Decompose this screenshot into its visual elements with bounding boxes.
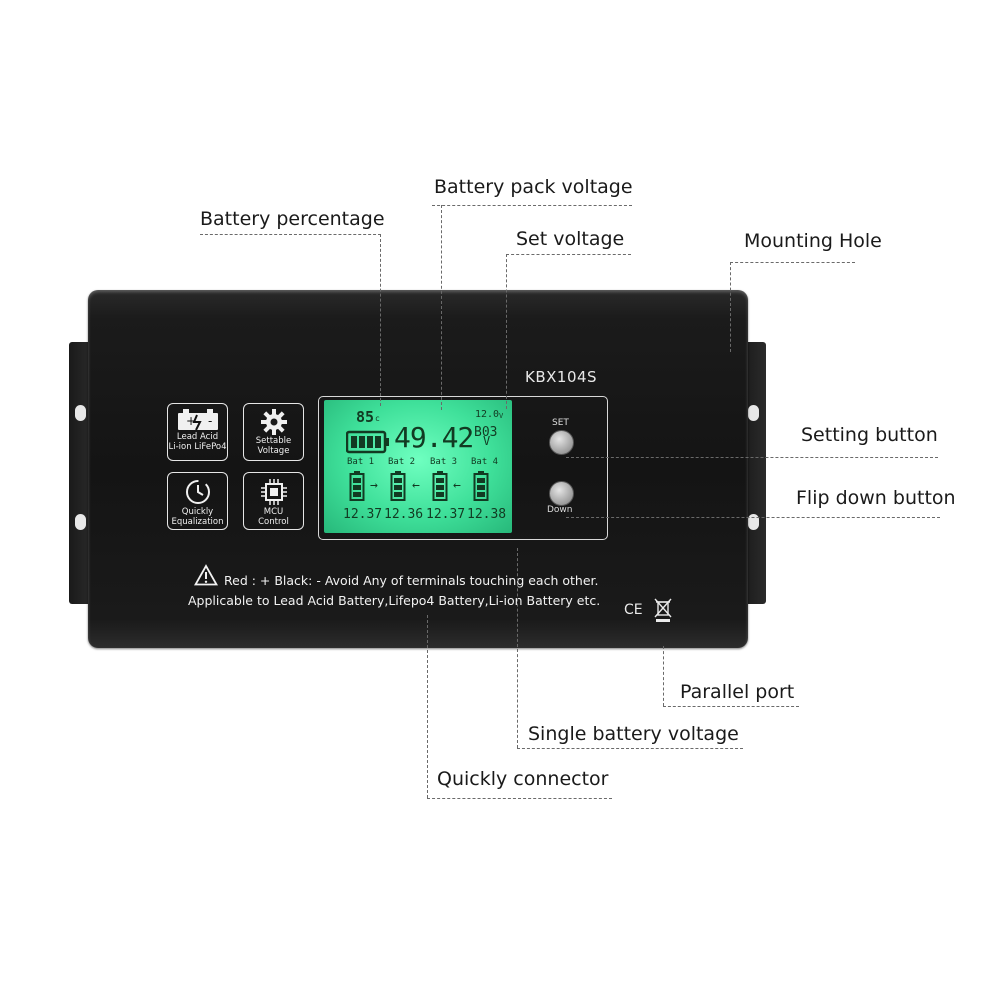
label-battery-pack-voltage: Battery pack voltage <box>434 176 633 198</box>
leader-single-battery-h <box>517 748 743 749</box>
lcd-percentage: 85 <box>356 408 375 426</box>
feature-line1: Lead Acid <box>176 432 219 442</box>
leader-set-voltage-v <box>506 254 507 409</box>
leader-quickly-connector-h <box>427 798 612 799</box>
mounting-hole-right-bottom <box>748 514 759 530</box>
battery-2-label: Bat 2 <box>388 457 416 467</box>
feature-line1: Settable <box>255 436 292 446</box>
battery-level-icon <box>346 430 389 454</box>
label-flip-down-button: Flip down button <box>796 487 956 509</box>
weee-bin-icon <box>654 598 672 622</box>
feature-line1: MCU <box>263 507 284 517</box>
warning-line-2: Applicable to Lead Acid Battery,Lifepo4 … <box>188 593 601 608</box>
leader-pack-voltage-h <box>432 205 632 206</box>
label-mounting-hole: Mounting Hole <box>744 230 882 252</box>
set-button[interactable] <box>549 430 574 455</box>
clock-icon <box>185 480 210 504</box>
cell-battery-icon <box>349 471 365 501</box>
label-set-voltage: Set voltage <box>516 228 625 250</box>
feature-quick-equalization: Quickly Equalization <box>167 472 228 530</box>
battery-4-label: Bat 4 <box>471 457 499 467</box>
feature-settable-voltage: Settable Voltage <box>243 403 304 461</box>
leader-setting-button <box>566 457 938 458</box>
feature-line2: Control <box>258 516 289 527</box>
battery-3-label: Bat 3 <box>430 457 458 467</box>
warning-triangle-icon <box>194 564 218 586</box>
feature-line1: Quickly <box>181 507 214 517</box>
feature-battery-types: + - Lead Acid Li-ion LiFePo4 <box>167 403 228 461</box>
leader-parallel-port-h <box>663 706 799 707</box>
balance-arrow-2: ← <box>412 478 420 493</box>
battery-4-voltage: 12.38 <box>467 507 507 522</box>
label-battery-percentage: Battery percentage <box>200 208 385 230</box>
leader-set-voltage-h <box>506 254 631 255</box>
cell-battery-icon <box>473 471 489 501</box>
label-quickly-connector: Quickly connector <box>437 768 609 790</box>
lcd-percentage-unit: c <box>375 414 380 423</box>
set-button-label: SET <box>552 418 569 428</box>
battery-1-label: Bat 1 <box>347 457 375 467</box>
balance-arrow-3: ← <box>453 478 461 493</box>
mounting-hole-right-top <box>748 405 759 421</box>
feature-line2: Equalization <box>171 516 224 527</box>
lcd-display <box>324 400 512 533</box>
leader-flip-down-button <box>566 517 940 518</box>
leader-battery-percentage-h <box>200 234 381 235</box>
mounting-hole-left-top <box>75 405 86 421</box>
svg-text:+: + <box>186 414 196 428</box>
mounting-hole-left-bottom <box>75 514 86 530</box>
cell-battery-icon <box>432 471 448 501</box>
control-panel-frame <box>318 396 608 540</box>
feature-line2: Li-ion LiFePo4 <box>168 441 227 452</box>
warning-line-1: Red : + Black: - Avoid Any of terminals … <box>224 573 599 588</box>
battery-charge-icon: + - <box>177 409 218 431</box>
label-parallel-port: Parallel port <box>680 681 795 703</box>
leader-mounting-hole-v <box>730 262 731 352</box>
down-button-label: Down <box>547 505 573 515</box>
battery-1-voltage: 12.37 <box>343 507 383 522</box>
gear-icon <box>260 409 287 435</box>
leader-battery-percentage-v <box>380 234 381 406</box>
feature-mcu-control: MCU Control <box>243 472 304 530</box>
chip-icon <box>260 479 287 505</box>
lcd-set-unit: V <box>499 412 504 420</box>
feature-line2: Voltage <box>257 445 290 456</box>
leader-pack-voltage-v <box>441 205 442 410</box>
leader-mounting-hole-h <box>730 262 855 263</box>
battery-2-voltage: 12.36 <box>384 507 424 522</box>
battery-3-voltage: 12.37 <box>426 507 466 522</box>
ce-mark: CE <box>624 602 643 618</box>
lcd-pack-unit: V <box>483 434 491 448</box>
lcd-pack-voltage: 49.42 <box>394 421 474 454</box>
leader-single-battery-v <box>517 548 518 748</box>
label-setting-button: Setting button <box>801 424 938 446</box>
lcd-battery-index: B03 <box>474 425 498 440</box>
lcd-set-voltage: 12.0 <box>475 409 500 420</box>
leader-parallel-port-v <box>663 646 664 706</box>
model-name: KBX104S <box>525 368 598 386</box>
down-button[interactable] <box>549 481 574 506</box>
svg-text:-: - <box>208 414 212 428</box>
cell-battery-icon <box>390 471 406 501</box>
leader-quickly-connector-v <box>427 615 428 798</box>
label-single-battery-voltage: Single battery voltage <box>528 723 739 745</box>
balance-arrow-1: → <box>370 478 378 493</box>
